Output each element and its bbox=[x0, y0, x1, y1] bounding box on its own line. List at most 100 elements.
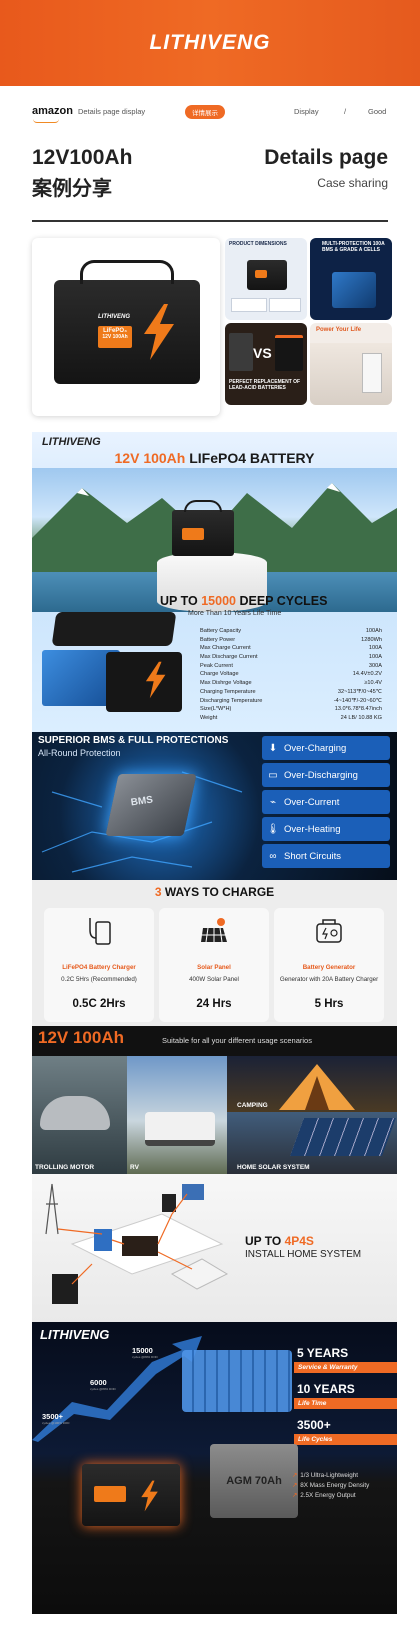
brand-header: LITHIVENG bbox=[0, 0, 420, 86]
spec-key: Max Discharge Current bbox=[200, 654, 258, 661]
agm-battery-image: AGM 70Ah bbox=[210, 1444, 298, 1518]
thumb-label: PRODUCT DIMENSIONS bbox=[229, 241, 287, 247]
protection-short-circuits: ∞ Short Circuits bbox=[262, 844, 390, 868]
brand-logo: LITHIVENG bbox=[149, 31, 271, 54]
spec-value: 100A bbox=[368, 654, 382, 661]
nav-good-link[interactable]: Good bbox=[368, 107, 387, 116]
protection-label: Over-Heating bbox=[284, 823, 341, 835]
bms-subtitle: All-Round Protection bbox=[38, 748, 121, 758]
spec-card bbox=[231, 298, 267, 312]
protection-over-current: ⌁ Over-Current bbox=[262, 790, 390, 814]
feature-text: 8X Mass Energy Density bbox=[300, 1482, 370, 1489]
battery-chem: LiFePO₄ bbox=[103, 328, 127, 334]
bms-chip-image: BMS bbox=[105, 774, 197, 836]
thermometer-icon: 🌡 bbox=[266, 823, 280, 835]
page-title-cn: 案例分享 bbox=[32, 178, 112, 200]
spec-row: Size(L*W*H)13.0*6.78*8.47inch bbox=[200, 705, 382, 714]
charger-icon bbox=[89, 918, 111, 945]
battery-icon: ▭ bbox=[268, 769, 278, 781]
thumb-label: MULTI-PROTECTION 100A BMS & GRADE A CELL… bbox=[322, 241, 385, 253]
spec-key: Size(L*W*H) bbox=[200, 706, 232, 713]
feature-item: ↗1/3 Ultra-Lightweight bbox=[292, 1472, 358, 1479]
battery-spec: 12V 100Ah bbox=[102, 334, 128, 340]
charge-card-generator: Battery Generator Generator with 20A Bat… bbox=[274, 908, 384, 1022]
arrow-icon: ↗ bbox=[292, 1472, 298, 1479]
growth-arrow bbox=[32, 1336, 202, 1442]
agm-label: AGM 70Ah bbox=[226, 1475, 282, 1487]
battery-image: LITHIVENG LiFePO₄ 12V 100Ah bbox=[54, 260, 200, 384]
protection-over-charging: ⬇ Over-Charging bbox=[262, 736, 390, 760]
scene-label: RV bbox=[130, 1164, 139, 1171]
usage-subtitle: Suitable for all your different usage sc… bbox=[162, 1036, 312, 1045]
lightning-icon bbox=[141, 1480, 158, 1512]
spec-key: Discharging Temperature bbox=[200, 697, 263, 704]
lithium-battery-image bbox=[275, 335, 303, 371]
battery-label bbox=[182, 528, 204, 540]
gallery-thumb-lifestyle[interactable]: Power Your Life bbox=[310, 323, 392, 405]
poster-logo: LITHIVENG bbox=[42, 436, 101, 448]
life-logo: LITHIVENG bbox=[40, 1327, 110, 1342]
thumb-label: Power Your Life bbox=[316, 327, 362, 333]
nav-separator: / bbox=[344, 107, 347, 116]
cycle-note: cycles @80% DOD bbox=[132, 1355, 158, 1359]
current-wave-icon: ⌁ bbox=[269, 796, 277, 808]
usage-section: 12V 100Ah Suitable for all your differen… bbox=[32, 1026, 397, 1174]
lightning-icon bbox=[144, 304, 174, 360]
battery-handle bbox=[184, 500, 222, 512]
poster-title-rest: LIFePO4 BATTERY bbox=[185, 450, 315, 466]
home-title-highlight: 4P4S bbox=[284, 1234, 314, 1248]
charge-time: 24 Hrs bbox=[196, 998, 232, 1010]
spec-value: 14.4V±0.2V bbox=[352, 671, 382, 678]
protection-label: Short Circuits bbox=[284, 850, 342, 862]
protection-label: Over-Discharging bbox=[284, 769, 358, 781]
home-subtitle: INSTALL HOME SYSTEM bbox=[245, 1249, 362, 1260]
charge-time: 0.5C 2Hrs bbox=[72, 998, 126, 1010]
charge-method-name: Solar Panel bbox=[197, 964, 231, 971]
spec-key: Battery Power bbox=[200, 636, 236, 643]
protection-over-heating: 🌡 Over-Heating bbox=[262, 817, 390, 841]
lightning-icon bbox=[145, 661, 166, 699]
charging-title-num: 3 bbox=[154, 885, 162, 899]
scene-camping: CAMPING bbox=[227, 1056, 397, 1112]
vs-label: VS bbox=[253, 345, 272, 361]
appliance-image bbox=[362, 353, 382, 393]
poster-title-highlight: 12V 100Ah bbox=[114, 450, 186, 466]
spec-value: 100A bbox=[368, 645, 382, 652]
spec-value: 100Ah bbox=[365, 628, 382, 634]
nav-pill-badge[interactable]: 详情展示 bbox=[185, 105, 225, 119]
home-title-pre: UP TO bbox=[245, 1234, 285, 1248]
feature-text: 1/3 Ultra-Lightweight bbox=[300, 1472, 359, 1479]
spec-row: Max Dishrge Voltage≥10.4V bbox=[200, 679, 382, 688]
tag-warranty: Service & Warranty bbox=[294, 1362, 397, 1373]
gallery-main-image[interactable]: LITHIVENG LiFePO₄ 12V 100Ah bbox=[32, 238, 220, 416]
life-cycles-number: 3500+ bbox=[297, 1418, 331, 1432]
nav-description: Details page display bbox=[78, 107, 146, 116]
usage-title: 12V 100Ah bbox=[38, 1028, 124, 1047]
nav-display-link[interactable]: Display bbox=[294, 107, 319, 116]
cycle-note: cycles @100% DOD bbox=[42, 1421, 70, 1425]
thumb-label: PERFECT REPLACEMENT OF LEAD-ACID BATTERI… bbox=[229, 379, 301, 391]
spec-value: 32~113℉/0~45℃ bbox=[337, 688, 382, 695]
feature-text: 2.5X Energy Output bbox=[300, 1492, 356, 1499]
feature-item: ↗2.5X Energy Output bbox=[292, 1492, 356, 1499]
gallery-thumb-protection[interactable]: MULTI-PROTECTION 100A BMS & GRADE A CELL… bbox=[310, 238, 392, 320]
gallery-thumb-replacement[interactable]: VS PERFECT REPLACEMENT OF LEAD-ACID BATT… bbox=[225, 323, 307, 405]
scene-label: TROLLING MOTOR bbox=[35, 1164, 95, 1171]
amazon-smile-icon bbox=[33, 119, 59, 123]
cycles-subtitle: More Than 10 Years Life Time bbox=[188, 610, 282, 617]
feature-item: ↗8X Mass Energy Density bbox=[292, 1482, 369, 1489]
spec-value: ≥10.4V bbox=[364, 680, 382, 687]
gallery-thumb-dimensions[interactable]: PRODUCT DIMENSIONS bbox=[225, 238, 307, 320]
cycle-stat: 3500+cycles @100% DOD bbox=[42, 1412, 69, 1425]
protection-label: Over-Charging bbox=[284, 742, 347, 754]
battery-lid bbox=[51, 612, 177, 646]
cycles-number: 15000 bbox=[201, 594, 236, 608]
protection-over-discharging: ▭ Over-Discharging bbox=[262, 763, 390, 787]
